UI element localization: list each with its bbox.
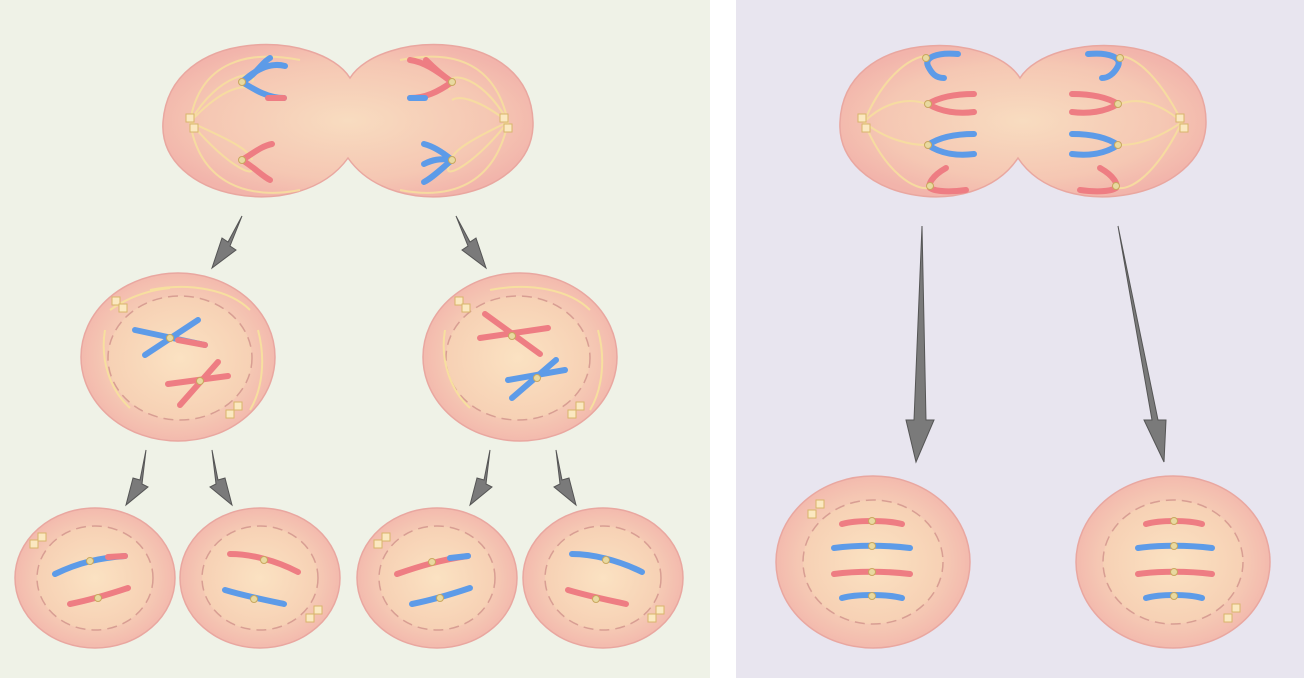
centromere	[238, 78, 246, 86]
arrows-stage2	[125, 449, 577, 507]
left-panel	[0, 0, 710, 678]
right-panel-diagram	[736, 0, 1304, 678]
granddaughter-cell-3	[356, 507, 518, 649]
arrow-down-left	[211, 215, 243, 270]
centromere	[448, 78, 456, 86]
arrow-down-long-left	[905, 225, 935, 464]
granddaughter-cell-4	[522, 507, 684, 649]
daughter-cell-left	[80, 272, 276, 442]
daughter-cell-right-right-panel	[1075, 475, 1271, 649]
dividing-cell-top-right	[839, 44, 1207, 198]
arrow-down-right	[455, 215, 487, 270]
dividing-cell-top	[162, 43, 534, 198]
arrow-down-long-right	[1117, 225, 1167, 463]
granddaughter-cell-1	[14, 507, 176, 649]
centrosome	[189, 123, 199, 133]
centrosome	[499, 113, 509, 123]
left-panel-diagram	[0, 0, 710, 678]
centrosome	[503, 123, 513, 133]
centromere	[238, 156, 246, 164]
centrosome	[185, 113, 195, 123]
centromere	[448, 156, 456, 164]
daughter-cell-left-right-panel	[775, 475, 971, 649]
daughter-cell-right	[422, 272, 618, 442]
right-panel	[736, 0, 1304, 678]
arrows-right-panel	[905, 225, 1167, 464]
granddaughter-cell-2	[179, 507, 341, 649]
arrows-stage1	[211, 215, 487, 270]
